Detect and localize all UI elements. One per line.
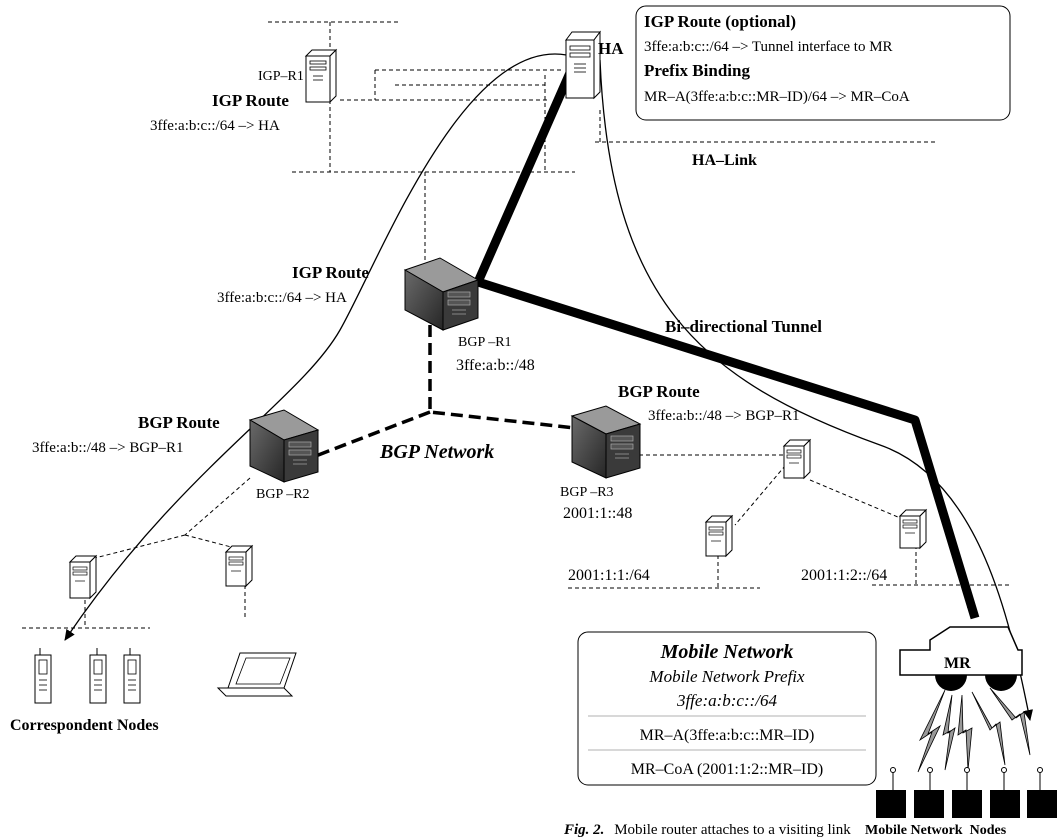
mobile-box-mra: MR–A(3ffe:a:b:c::MR–ID): [640, 727, 815, 744]
bgp-r3-server: [570, 405, 642, 479]
bgp-r1-server: [403, 257, 480, 331]
mobile-box-mrcoa: MR–CoA (2001:1:2::MR–ID): [631, 761, 823, 778]
igp-r1-server: [304, 48, 338, 104]
mobile-nodes: [876, 767, 1057, 818]
mobile-box-title: Mobile Network: [660, 641, 794, 663]
flow-to-correspondent: [64, 53, 579, 641]
bgp-r3-name: BGP –R3: [560, 485, 614, 500]
figure-caption: Fig. 2. Mobile router attaches to a visi…: [563, 822, 851, 838]
igp-r1-route: 3ffe:a:b:c::/64 –> HA: [150, 118, 280, 134]
bgp-r2-name: BGP –R2: [256, 487, 310, 502]
mobile-box-prefix: 3ffe:a:b:c::/64: [676, 691, 778, 710]
bi-directional-tunnel: [473, 48, 980, 620]
correspondent-nodes-label: Correspondent Nodes: [10, 717, 159, 734]
wireless-links: [917, 687, 1031, 773]
tunnel-label: Bi–directional Tunnel: [665, 317, 822, 336]
bgp-r1-prefix: 3ffe:a:b::/48: [456, 357, 535, 374]
ha-link-label: HA–Link: [692, 152, 757, 169]
bgp-r1-name: BGP –R1: [458, 335, 512, 350]
bgp-r1-route-title: IGP Route: [292, 263, 369, 282]
ha-label: HA: [598, 39, 624, 58]
laptop-icon: [216, 652, 297, 697]
bgp-network-label: BGP Network: [379, 441, 494, 463]
ha-box-title1: IGP Route (optional): [644, 12, 796, 31]
bgp-r2-route: 3ffe:a:b::/48 –> BGP–R1: [32, 440, 184, 456]
ha-info-box: [635, 5, 1011, 121]
subnet2-label: 2001:1:2::/64: [801, 567, 887, 584]
bgp-r2-route-title: BGP Route: [138, 413, 220, 432]
caption-text: Mobile router attaches to a visiting lin…: [614, 822, 851, 838]
mobile-box-subtitle: Mobile Network Prefix: [648, 667, 805, 686]
router-left-lower: [68, 554, 98, 600]
mr-car: [899, 590, 1023, 691]
router-right-top: [782, 438, 812, 480]
bgp-r3-route: 3ffe:a:b::/48 –> BGP–R1: [648, 408, 800, 424]
ha-box-line2: MR–A(3ffe:a:b:c::MR–ID)/64 –> MR–CoA: [644, 89, 910, 105]
mobile-network-box: [577, 631, 877, 786]
flow-to-mobile-nodes: [599, 59, 1033, 721]
network-links: [22, 21, 1010, 629]
bgp-r1-route: 3ffe:a:b:c::/64 –> HA: [217, 290, 347, 306]
igp-r1-route-title: IGP Route: [212, 91, 289, 110]
subnet1-label: 2001:1:1:/64: [568, 567, 650, 584]
caption-prefix: Fig. 2.: [563, 822, 604, 838]
correspondent-devices: [34, 648, 141, 704]
router-subnet1: [704, 514, 734, 558]
bgp-r3-route-title: BGP Route: [618, 382, 700, 401]
ha-box-title2: Prefix Binding: [644, 61, 750, 80]
router-subnet2: [898, 508, 928, 550]
router-mid-lower: [224, 544, 254, 588]
bgp-r2-server: [248, 409, 320, 483]
bgp-r3-prefix: 2001:1::48: [563, 505, 632, 522]
igp-r1-name: IGP–R1: [258, 69, 304, 84]
mobile-nodes-label: Mobile Network Nodes: [865, 823, 1007, 838]
ha-server: [565, 30, 601, 100]
ha-box-line1: 3ffe:a:b:c::/64 –> Tunnel interface to M…: [644, 39, 893, 55]
mr-label: MR: [944, 655, 971, 672]
